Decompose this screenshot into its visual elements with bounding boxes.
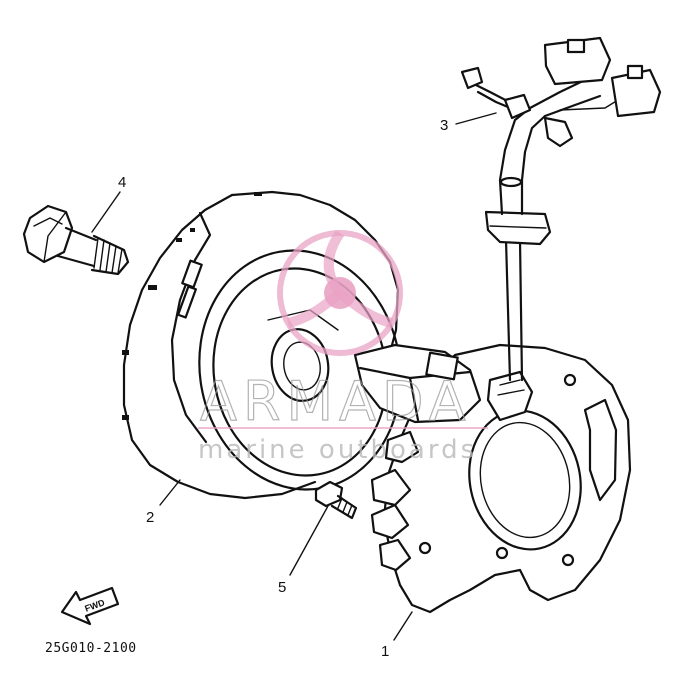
forward-direction-arrow-icon: FWD bbox=[60, 586, 120, 626]
watermark-tagline: marine outboards bbox=[198, 435, 477, 465]
callout-2: 2 bbox=[146, 509, 154, 526]
stator-assembly bbox=[353, 343, 632, 614]
watermark-brand: ARMADA bbox=[200, 370, 472, 433]
flywheel-bolt bbox=[22, 204, 130, 276]
armada-logo-icon bbox=[277, 230, 403, 356]
callout-leaders bbox=[91, 112, 497, 641]
stator-screw bbox=[314, 480, 358, 520]
callout-1: 1 bbox=[381, 643, 389, 660]
callout-4: 4 bbox=[118, 174, 126, 191]
wire-harness bbox=[460, 36, 662, 382]
callout-5: 5 bbox=[278, 579, 286, 596]
figure-code: 25G010-2100 bbox=[45, 641, 137, 656]
armada-watermark: ARMADA marine outboards bbox=[198, 230, 488, 465]
callout-3: 3 bbox=[440, 117, 448, 134]
